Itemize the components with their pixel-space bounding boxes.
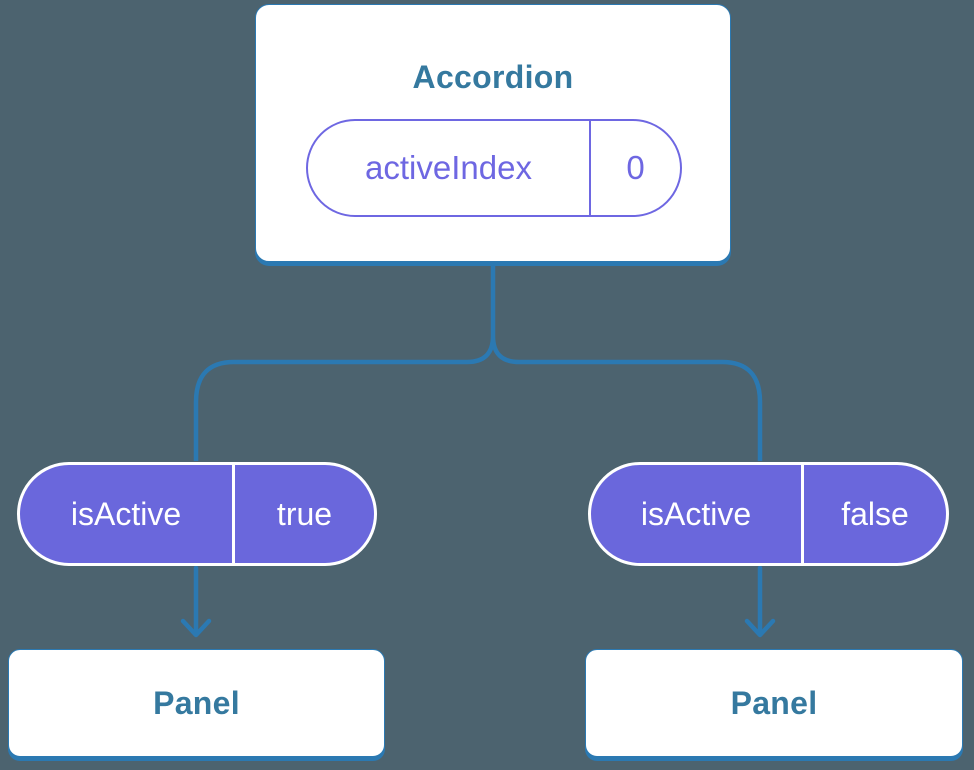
prop-pill-right: isActive false (588, 462, 949, 566)
panel-component-card-right: Panel (585, 649, 963, 757)
pill-divider (589, 121, 591, 215)
prop-pill-left: isActive true (17, 462, 377, 566)
pill-divider (232, 465, 235, 563)
state-pill: activeIndex 0 (306, 119, 682, 217)
pill-divider (801, 465, 804, 563)
prop-name-label: isActive (70, 495, 182, 532)
fork-connector (193, 266, 763, 461)
state-name-label: activeIndex (365, 149, 532, 186)
prop-value-label: true (276, 495, 333, 532)
panel-component-card-left: Panel (8, 649, 385, 757)
prop-name-label: isActive (640, 495, 752, 532)
arrow-down-icon (744, 565, 776, 638)
component-title: Accordion (412, 59, 574, 95)
prop-value-label: false (841, 495, 909, 532)
arrow-down-icon (180, 565, 212, 638)
state-value-label: 0 (626, 149, 645, 186)
accordion-component-card: Accordion activeIndex 0 (255, 4, 731, 262)
component-title: Panel (730, 684, 818, 721)
component-title: Panel (153, 684, 240, 721)
